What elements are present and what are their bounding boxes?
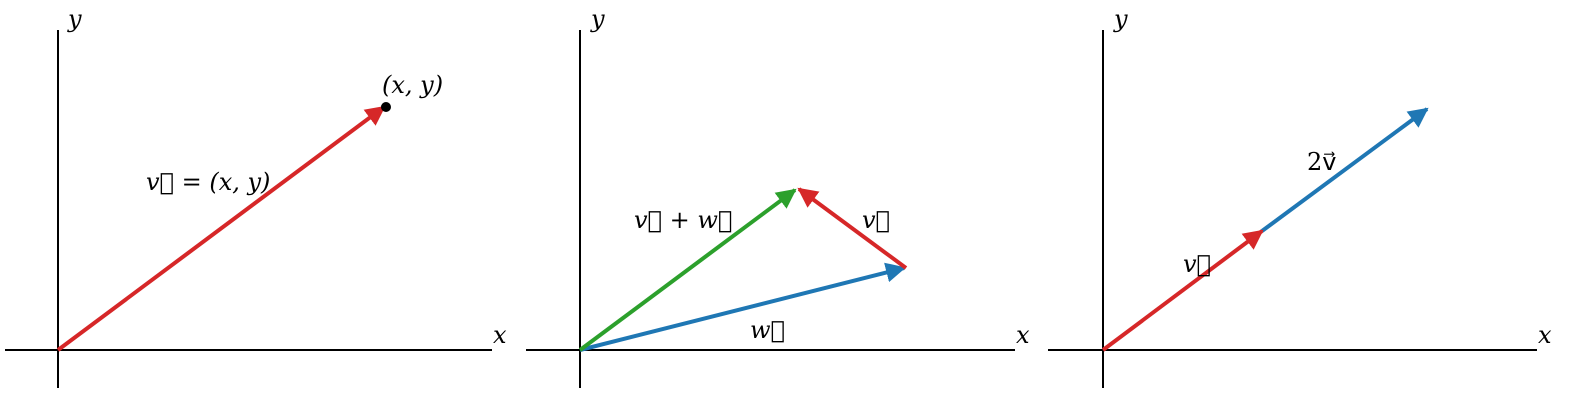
panel-1-vector-label: v⃗ = (x, y): [146, 168, 270, 196]
panel-1-point-label: (x, y): [382, 71, 443, 99]
panel-3-2v-label: 2v⃗: [1307, 148, 1336, 176]
panel-2-y-axis-label: y: [590, 5, 605, 33]
panel-2-vector-w: [579, 262, 906, 352]
panel-2-w-label: w⃗: [750, 316, 785, 344]
panel-3-vector-2v: [1260, 107, 1429, 233]
panel-3-vector-v: [1101, 229, 1264, 352]
panel-1-y-axis-label: y: [67, 5, 82, 33]
panel-3-scalar-multiplication: x y v⃗ 2v⃗: [1048, 5, 1552, 388]
panel-2-vector-v: [797, 187, 908, 270]
panel-3-v-label: v⃗: [1183, 250, 1211, 278]
panel-1-point: [381, 102, 391, 112]
panel-1-vector-as-point: x y (x, y) v⃗ = (x, y): [5, 5, 507, 388]
panel-1-x-axis-label: x: [493, 321, 507, 349]
panel-1-vector-v: [56, 105, 386, 352]
panel-2-vector-v-plus-w: [578, 188, 797, 352]
panel-2-vector-addition: x y v⃗ + w⃗ v⃗ w⃗: [526, 5, 1030, 388]
panel-2-v-label: v⃗: [862, 206, 890, 234]
panel-3-y-axis-label: y: [1113, 5, 1128, 33]
panel-2-x-axis-label: x: [1016, 321, 1030, 349]
panel-3-x-axis-label: x: [1538, 321, 1552, 349]
panel-2-sum-label: v⃗ + w⃗: [634, 206, 732, 234]
